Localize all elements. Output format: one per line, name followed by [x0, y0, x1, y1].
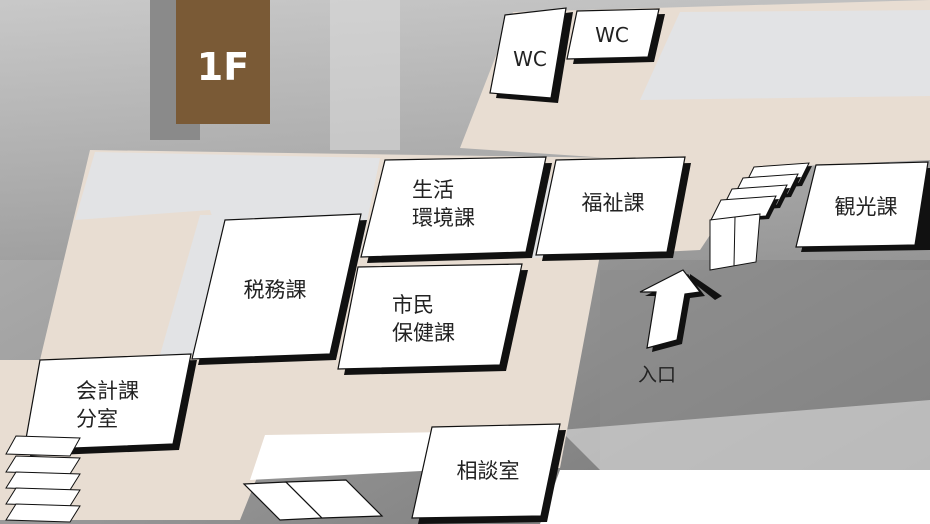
background-highlight: [560, 400, 930, 470]
floor-badge-bg: [176, 0, 270, 124]
room-label-shimin-1: 市民: [392, 293, 434, 317]
room-wc-right: WC: [566, 8, 665, 64]
room-zeimu: 税務課: [191, 213, 367, 365]
room-shimin-hoken: 市民 保健課: [337, 263, 528, 375]
room-label-sodan: 相談室: [457, 459, 520, 483]
room-label-kaikei-1: 会計課: [76, 379, 139, 403]
floor-label: 1F: [197, 45, 249, 89]
room-label-kanko: 観光課: [835, 195, 898, 219]
up-arrow-icon: [639, 269, 722, 352]
room-label-wc-left: WC: [513, 47, 547, 71]
stairs-icon: [5, 435, 81, 523]
room-kaikei-bunshitsu: 会計課 分室: [23, 353, 197, 456]
room-label-zeimu: 税務課: [244, 278, 307, 302]
room-kanko: 観光課: [795, 161, 930, 252]
background-window: [330, 0, 400, 150]
stairs-icon: [242, 479, 384, 521]
room-fukushi: 福祉課: [535, 156, 691, 261]
room-label-seikatsu-2: 環境課: [412, 206, 475, 230]
room-label-fukushi: 福祉課: [582, 191, 645, 215]
room-sodan: 相談室: [411, 423, 566, 524]
entrance-label: 入口: [638, 364, 676, 386]
stairs-icon: [709, 162, 812, 271]
room-wc-left: WC: [489, 7, 573, 103]
room-label-seikatsu-1: 生活: [412, 178, 454, 202]
room-label-kaikei-2: 分室: [76, 407, 118, 431]
room-label-shimin-2: 保健課: [392, 321, 455, 345]
room-seikatsu-kankyo: 生活 環境課: [360, 156, 552, 263]
room-label-wc-right: WC: [595, 23, 629, 47]
floor-badge: 1F: [176, 0, 270, 124]
